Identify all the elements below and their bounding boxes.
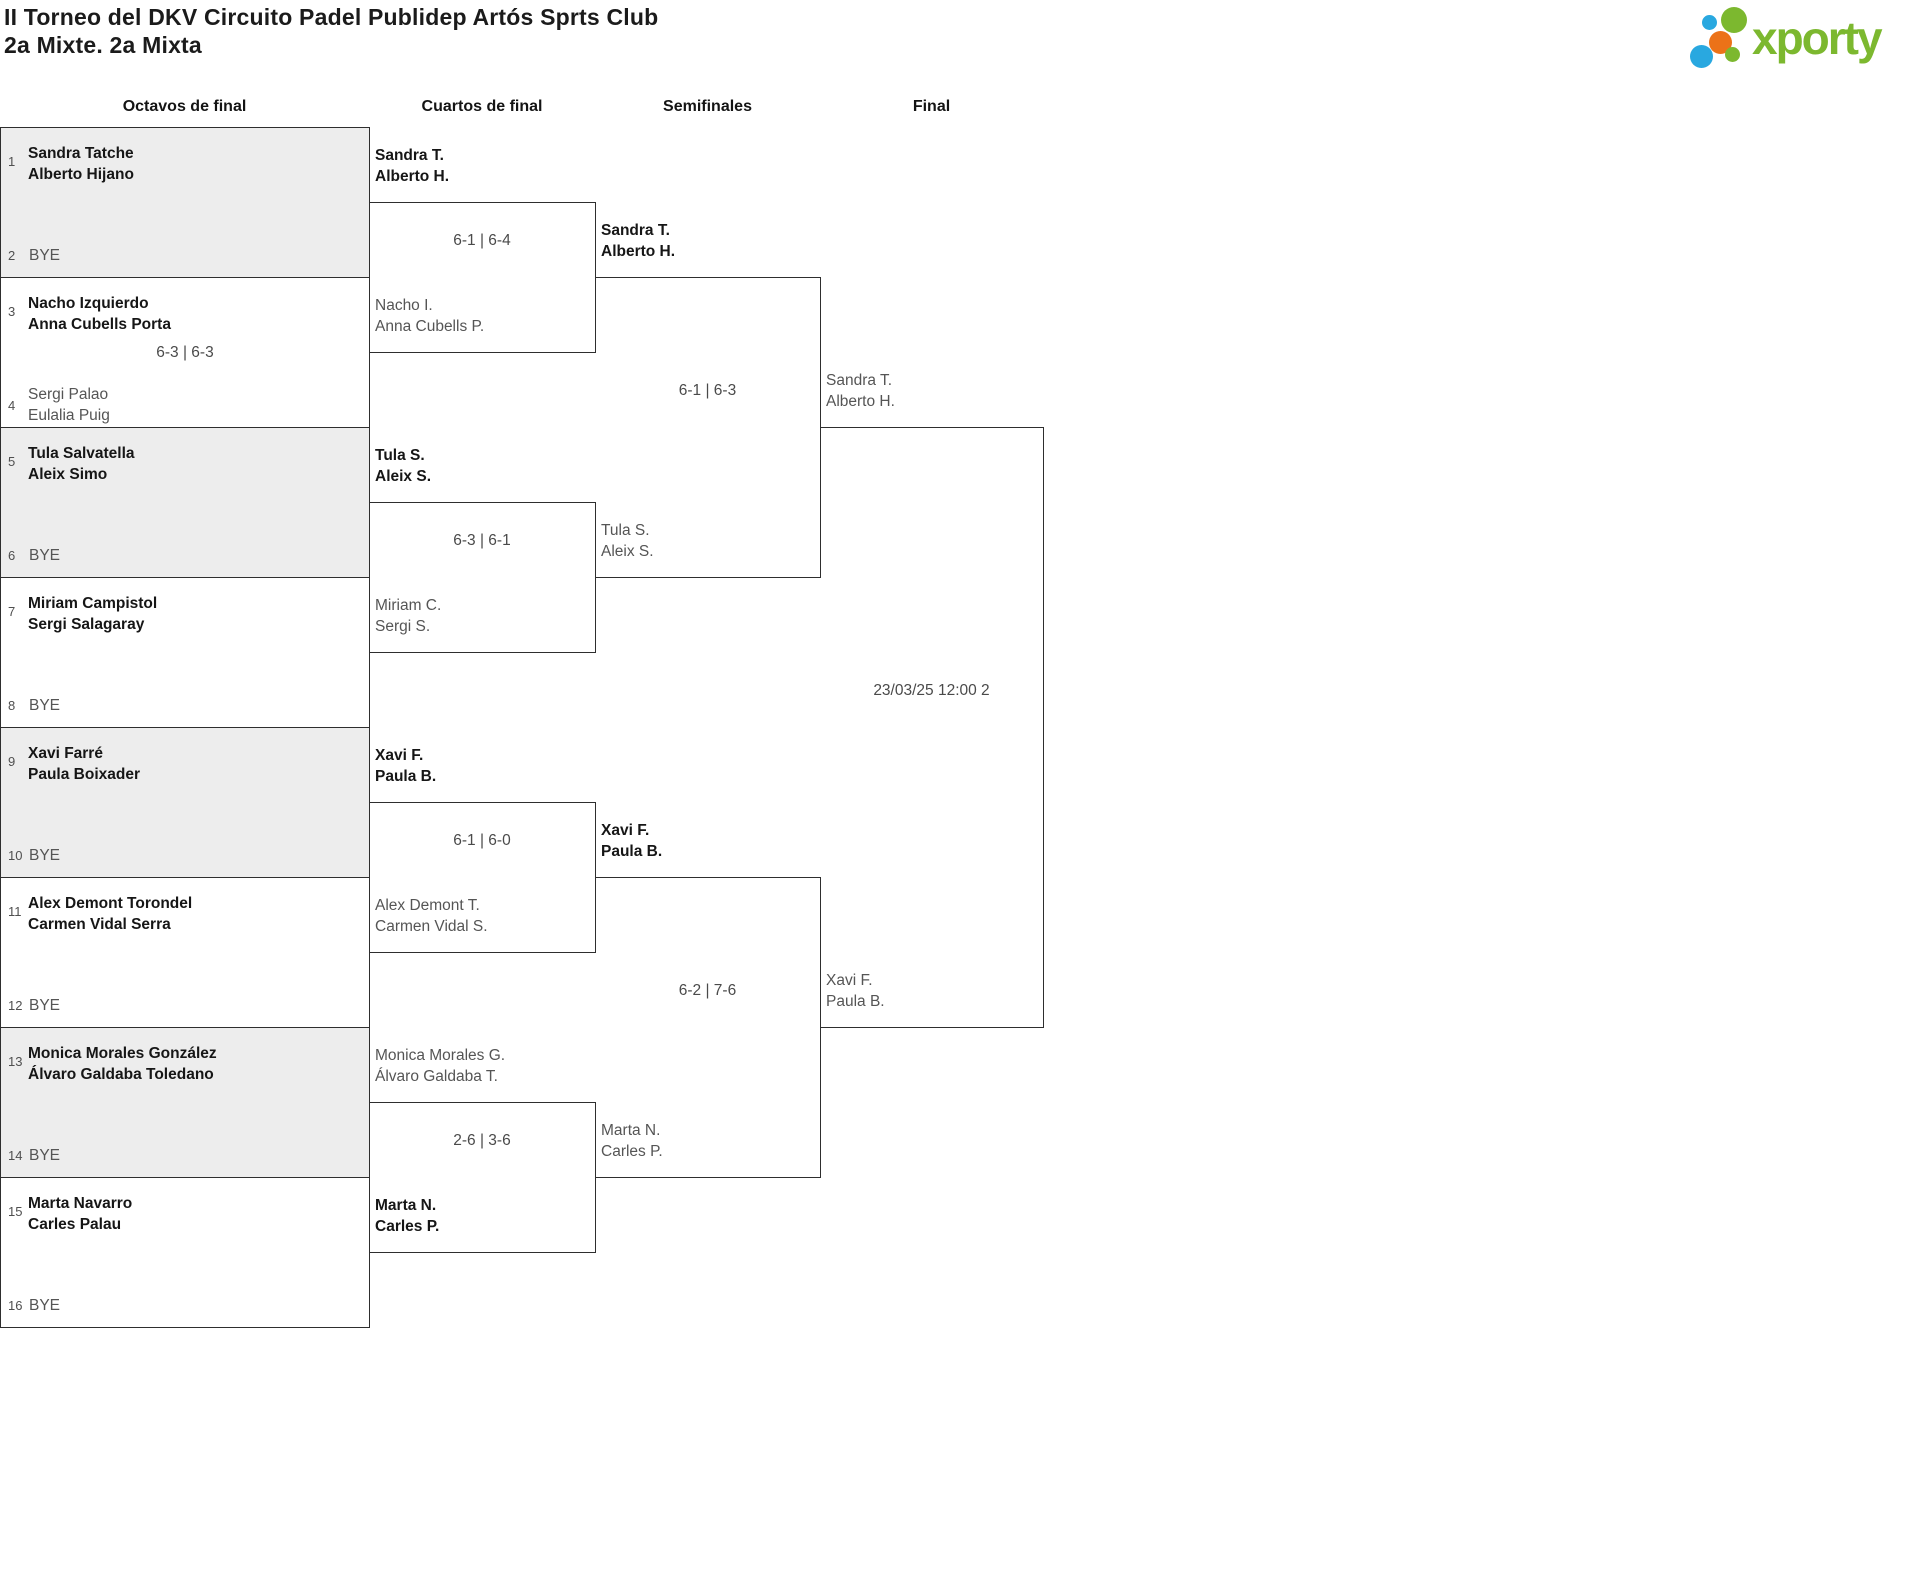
logo-dot-green-small <box>1725 47 1740 62</box>
team-label: Alex Demont T.Carmen Vidal S. <box>375 897 488 935</box>
round-header-octavos: Octavos de final <box>122 98 247 115</box>
match-score: 6-3 | 6-3 <box>156 344 214 361</box>
seed: 14 <box>8 1148 23 1163</box>
seed: 9 <box>8 754 16 769</box>
match-score: 2-6 | 3-6 <box>453 1132 511 1149</box>
team-label: Nacho I.Anna Cubells P. <box>375 297 485 335</box>
round-header-final: Final <box>912 98 951 115</box>
seed: 10 <box>8 848 23 863</box>
seed: 12 <box>8 998 23 1013</box>
match-score: 6-1 | 6-3 <box>678 382 737 399</box>
bye-label: BYE <box>29 247 61 264</box>
team-label: Tula S.Aleix S. <box>375 447 431 485</box>
bye-label: BYE <box>29 997 61 1014</box>
team-label: Sandra T.Alberto H. <box>375 147 450 185</box>
final-match[interactable] <box>820 427 1044 1028</box>
seed: 7 <box>8 604 16 619</box>
match-score: 6-1 | 6-4 <box>453 232 511 249</box>
xporty-logo[interactable]: xporty <box>1680 0 1920 70</box>
team-label: Sandra T.Alberto H. <box>601 222 676 260</box>
seed: 8 <box>8 698 16 713</box>
page-title: II Torneo del DKV Circuito Padel Publide… <box>4 4 659 30</box>
seed: 15 <box>8 1204 23 1219</box>
seed: 11 <box>8 904 22 919</box>
team-label: Xavi F.Paula B. <box>375 747 437 785</box>
logo-wordmark: xporty <box>1752 12 1883 64</box>
final-schedule: 23/03/25 12:00 2 <box>873 682 990 699</box>
match-score: 6-1 | 6-0 <box>453 832 511 849</box>
seed: 13 <box>8 1054 23 1069</box>
team-label: Xavi F.Paula B. <box>826 972 885 1010</box>
team-label: Tula S.Aleix S. <box>601 522 654 560</box>
seed: 6 <box>8 548 16 563</box>
match-score: 6-3 | 6-1 <box>453 532 511 549</box>
round-header-cuartos: Cuartos de final <box>421 98 543 115</box>
team-label: Sandra T.Alberto H. <box>826 372 895 410</box>
team-label: Monica Morales G.Álvaro Galdaba T. <box>375 1047 506 1085</box>
seed: 2 <box>8 248 16 263</box>
bye-label: BYE <box>29 1297 61 1314</box>
round-header-semifinales: Semifinales <box>663 98 752 115</box>
team-label: Xavi F.Paula B. <box>601 822 663 860</box>
team-label: Marta N.Carles P. <box>601 1122 663 1160</box>
logo-dot-blue-medium <box>1690 45 1713 68</box>
bye-label: BYE <box>29 547 61 564</box>
team-label: Miriam C.Sergi S. <box>375 597 442 635</box>
match-score: 6-2 | 7-6 <box>678 982 737 999</box>
bye-label: BYE <box>29 847 61 864</box>
seed: 5 <box>8 454 16 469</box>
seed: 1 <box>8 154 16 169</box>
bye-label: BYE <box>29 697 61 714</box>
seed: 4 <box>8 398 16 413</box>
bye-label: BYE <box>29 1147 61 1164</box>
seed: 16 <box>8 1298 23 1313</box>
logo-dot-blue-small <box>1702 15 1717 30</box>
team-label: Marta N.Carles P. <box>375 1197 440 1235</box>
page-subtitle: 2a Mixte. 2a Mixta <box>4 32 202 58</box>
seed: 3 <box>8 304 16 319</box>
logo-dot-green-large <box>1721 7 1747 33</box>
